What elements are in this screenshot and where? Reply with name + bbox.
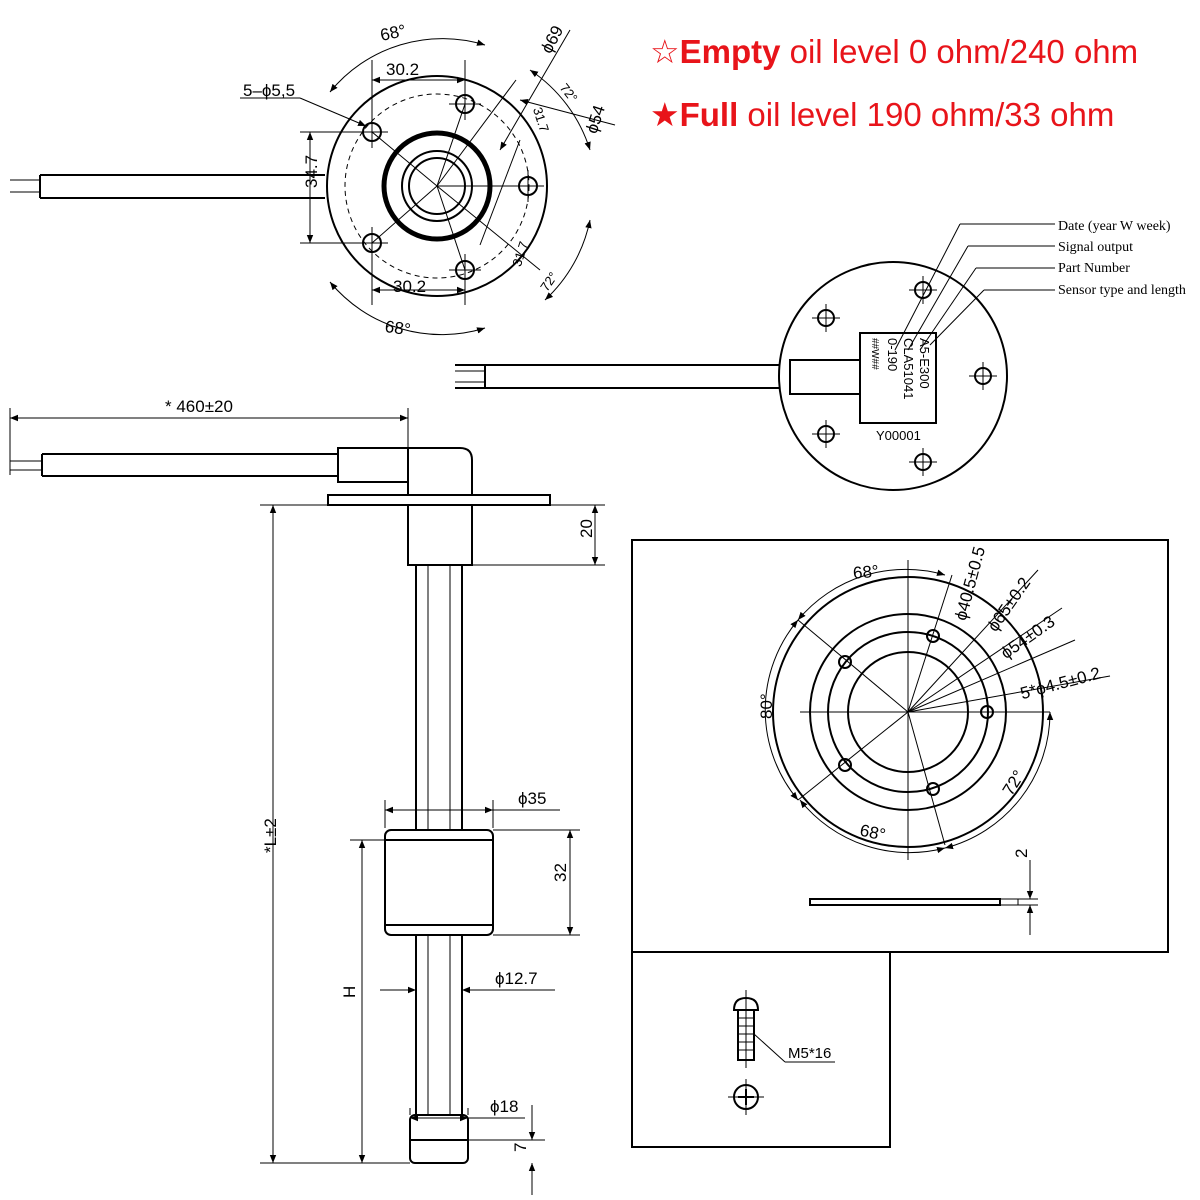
label-view: A5-E300 CLA51041 0-190 ##W## Y00001 Date… [455, 219, 1186, 491]
hole-icon [926, 782, 940, 796]
full-star-icon: ★ [650, 96, 680, 133]
label-line-2: CLA51041 [901, 338, 916, 399]
hole-icon [969, 362, 997, 390]
hole-icon [926, 629, 940, 643]
mounting-dim-inner: ϕ40.5±0.5 [951, 545, 989, 623]
empty-star-icon: ☆ [650, 33, 680, 70]
side-float [384, 829, 494, 936]
flange-angle-right-bottom: 72° [537, 269, 561, 294]
mounting-dim-holes: 5*ϕ4.5±0.2 [1018, 664, 1102, 704]
full-level-line: ★Full oil level 190 ohm/33 ohm [650, 96, 1114, 133]
mounting-angle-top: 68° [852, 562, 879, 583]
hole-icon [909, 276, 937, 304]
label-holes [812, 276, 997, 476]
hole-icon [909, 448, 937, 476]
side-head-height: 20 [577, 519, 596, 538]
sensor-side-view: * 460±20 20 *L±2 ϕ [9, 397, 605, 1195]
side-float-diameter: ϕ35 [518, 789, 546, 808]
full-label: Full [680, 96, 739, 133]
label-serial: Y00001 [876, 428, 921, 443]
flange-dim-right-top: 31.7 [530, 105, 552, 134]
side-flange [327, 494, 551, 506]
mounting-angle-bottom: 68° [858, 821, 887, 845]
side-float-height: 32 [551, 863, 570, 882]
side-tube-diameter: ϕ12.7 [495, 969, 538, 988]
label-line-4: ##W## [869, 338, 880, 370]
side-float-position: H [340, 986, 359, 998]
empty-label: Empty [680, 33, 782, 70]
hole-icon [812, 420, 840, 448]
side-connector [337, 447, 409, 483]
label-line-3: 0-190 [885, 338, 900, 371]
flange-dim-bottom-offset: 30.2 [393, 277, 426, 296]
oil-level-header: ☆Empty oil level 0 ohm/240 ohm ★Full oil… [650, 33, 1138, 133]
flange-angle-right-top: 72° [557, 80, 581, 105]
label-line-1: A5-E300 [917, 338, 932, 389]
mounting-view: 68° 80° 72° 68° ϕ40.5±0.5 ϕ65±0.2 ϕ54±0.… [631, 539, 1169, 953]
flange-dim-pcd: ϕ54 [582, 103, 609, 136]
flange-dim-outer: ϕ69 [537, 22, 567, 56]
hole-icon [812, 304, 840, 332]
flange-dim-top-offset: 30.2 [386, 60, 419, 79]
screw-top-icon [728, 1079, 764, 1115]
empty-level-line: ☆Empty oil level 0 ohm/240 ohm [650, 33, 1138, 70]
hole-icon [838, 758, 852, 772]
side-head [407, 447, 473, 496]
label-connector [789, 359, 861, 395]
side-stop-height: 7 [511, 1143, 530, 1152]
callout-date: Date (year W week) [1058, 219, 1171, 234]
side-stop-diameter: ϕ18 [490, 1097, 518, 1116]
mounting-view-frame [631, 539, 1169, 953]
screw-label: M5*16 [788, 1045, 831, 1062]
screw-view-frame [631, 951, 891, 1148]
flange-angle-bottom: 68° [384, 317, 412, 339]
mounting-angle-left: 80° [757, 693, 776, 719]
side-total-length: *L±2 [261, 818, 280, 853]
mounting-gasket [809, 898, 1001, 906]
side-cable-length: * 460±20 [165, 397, 233, 416]
flange-angle-top: 68° [378, 21, 407, 45]
empty-value: oil level 0 ohm/240 ohm [780, 33, 1138, 70]
label-text-block: A5-E300 CLA51041 0-190 ##W## [869, 338, 932, 399]
callout-signal: Signal output [1058, 240, 1133, 255]
callout-part-number: Part Number [1058, 261, 1130, 276]
flange-dim-right-bottom: 31.7 [509, 240, 531, 269]
flange-dim-vertical: 34.7 [302, 155, 321, 188]
callout-leaders [894, 223, 1055, 351]
mounting-gasket-thickness: 2 [1012, 849, 1031, 858]
label-plate [859, 332, 937, 424]
flange-holes-label: 5–ϕ5,5 [243, 81, 295, 100]
callout-sensor-type: Sensor type and length [1058, 283, 1186, 298]
screw-view: M5*16 [631, 951, 891, 1148]
hole-icon [838, 655, 852, 669]
flange-top-view: 68° 68° 72° 72° 30.2 30.2 31.7 31.7 ϕ69 … [10, 21, 616, 339]
full-value: oil level 190 ohm/33 ohm [738, 96, 1114, 133]
side-boss [407, 504, 473, 566]
